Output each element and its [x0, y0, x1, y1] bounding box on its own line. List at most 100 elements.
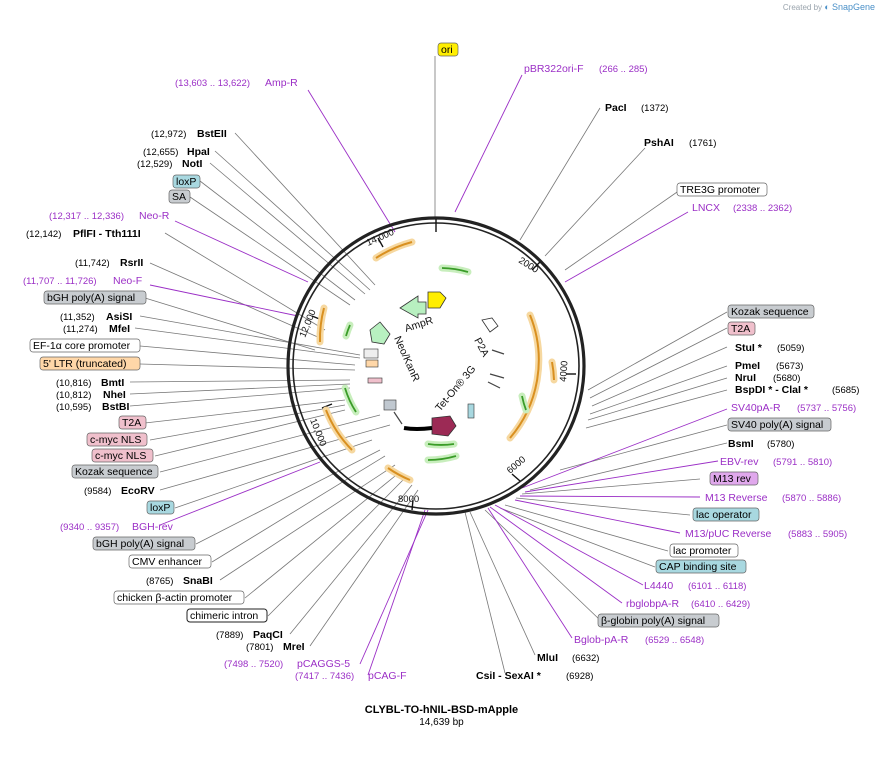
bsd-arrow-shape: [403, 426, 433, 431]
primer-ebvrev: EBV-rev: [720, 456, 759, 468]
loxp-top-label: loxP: [176, 176, 196, 188]
site-ecorv: EcoRV: [121, 485, 155, 497]
site-mfei: MfeI: [109, 323, 130, 335]
primer-ampr: Amp-R: [265, 77, 298, 89]
site-pfifi: PflFI - Tth111I: [73, 228, 141, 240]
primer-l4440-range: (6101 .. 6118): [688, 581, 746, 592]
ampr-label: AmpR: [403, 314, 435, 335]
plasmid-name: CLYBL-TO-hNIL-BSD-mApple: [364, 704, 519, 716]
t2a-right-label: T2A: [731, 323, 750, 335]
primer-rbglobpar: rbglobpA-R: [626, 598, 680, 610]
primer-lncx-range: (2338 .. 2362): [733, 203, 792, 214]
sa-label: SA: [172, 191, 186, 203]
primer-neof: Neo-F: [113, 275, 142, 287]
primer-pcagf: pCAG-F: [368, 670, 407, 682]
sv40-polya-label: SV40 poly(A) signal: [731, 419, 823, 431]
primer-lncx: LNCX: [692, 202, 720, 214]
site-mrei: MreI: [283, 641, 305, 653]
primer-m13reverse-range: (5870 .. 5886): [782, 493, 841, 504]
primer-pcaggs5-range: (7498 .. 7520): [224, 659, 283, 670]
primer-ebvrev-range: (5791 .. 5810): [773, 457, 832, 468]
primer-neor: Neo-R: [139, 210, 170, 222]
site-mfei-pos: (11,274): [63, 324, 98, 335]
lac-operator-label: lac operator: [696, 509, 752, 521]
site-nhei-pos: (10,812): [56, 390, 91, 401]
primer-bglobpar-range: (6529 .. 6548): [645, 635, 704, 646]
site-bspdi: BspDI * - ClaI *: [735, 384, 809, 396]
primer-sv40par-range: (5737 .. 5756): [797, 403, 856, 414]
ef1a-promoter-label: EF-1α core promoter: [33, 340, 131, 352]
small-feature-marks: [393, 349, 505, 425]
site-mlui: MluI: [537, 652, 558, 664]
snapgene-logo-icon: ◐: [824, 2, 830, 12]
chimeric-intron-label: chimeric intron: [190, 610, 258, 622]
ring-label-8000: 8000: [398, 494, 419, 505]
ef1a-box-shape: [363, 348, 379, 359]
site-snabi: SnaBI: [183, 575, 213, 587]
site-rsrii: RsrII: [120, 257, 143, 269]
primer-m13puc-range: (5883 .. 5905): [788, 529, 847, 540]
site-bsteii-pos: (12,972): [151, 129, 186, 140]
site-noti: NotI: [182, 158, 202, 170]
ring-label-6000: 6000: [505, 454, 528, 476]
primer-pbr322-range: (266 .. 285): [599, 64, 648, 75]
snapgene-brand: Created by ◐ SnapGene: [783, 2, 875, 12]
site-bmti-pos: (10,816): [56, 378, 91, 389]
t2a-left-label: T2A: [122, 417, 141, 429]
site-rsrii-pos: (11,742): [75, 258, 110, 269]
backbone-outer: [286, 216, 586, 516]
primer-bglobpar: Bglob-pA-R: [574, 634, 629, 646]
site-pshai-pos: (1761): [689, 138, 716, 149]
site-pfifi-pos: (12,142): [26, 229, 61, 240]
primer-bghrev: BGH-rev: [132, 521, 174, 533]
site-paqci: PaqCI: [253, 629, 283, 641]
site-bstbi: BstBI: [102, 401, 130, 413]
site-bmti: BmtI: [101, 377, 124, 389]
bgh-polya-bottom-label: bGH poly(A) signal: [96, 538, 184, 550]
m13-rev-label: M13 rev: [713, 473, 752, 485]
primer-pbr322: pBR322ori-F: [524, 63, 584, 75]
cmv-enhancer-label: CMV enhancer: [132, 556, 203, 568]
site-bspdi-pos: (5685): [832, 385, 859, 396]
cmyc-nls-2-label: c-myc NLS: [95, 450, 146, 462]
bgh-polya-top-label: bGH poly(A) signal: [47, 292, 135, 304]
cmyc-nls-1-label: c-myc NLS: [90, 434, 141, 446]
nls-box-shape: [367, 377, 383, 384]
site-mlui-pos: (6632): [572, 653, 599, 664]
site-pshai: PshAI: [644, 137, 674, 149]
lac-promoter-label: lac promoter: [673, 545, 732, 557]
created-by-text: Created by: [782, 3, 823, 12]
ring-label-4000: 4000: [558, 360, 570, 382]
neokanr-arrow-shape: [369, 321, 391, 345]
site-stui: StuI *: [735, 342, 763, 354]
primer-pcaggs5: pCAGGS-5: [297, 658, 350, 670]
site-pmei-pos: (5673): [776, 361, 803, 372]
site-paci-pos: (1372): [641, 103, 668, 114]
site-bsmi: BsmI: [728, 438, 754, 450]
site-csii-pos: (6928): [566, 671, 593, 682]
cap-binding-site-label: CAP binding site: [659, 561, 737, 573]
primer-m13reverse: M13 Reverse: [705, 492, 768, 504]
site-bsteii: BstEII: [197, 128, 227, 140]
ori-label: ori: [441, 44, 453, 56]
snapgene-brand-name: SnapGene: [831, 2, 875, 12]
primer-neof-range: (11,707 .. 11,726): [23, 276, 97, 287]
primer-l4440: L4440: [644, 580, 673, 592]
site-asisi-pos: (11,352): [60, 312, 95, 323]
kozak-box-shape: [383, 399, 397, 411]
neokanr-label: Neo/KanR: [391, 334, 422, 384]
primer-rbglobpar-range: (6410 .. 6429): [691, 599, 750, 610]
primer-arcs: [318, 241, 555, 481]
primer-m13puc: M13/pUC Reverse: [685, 528, 772, 540]
ltr-box-shape: [365, 359, 379, 368]
ltr5-label: 5' LTR (truncated): [43, 358, 127, 370]
site-paci: PacI: [605, 102, 627, 114]
site-snabi-pos: (8765): [146, 576, 173, 587]
ring-label-12000: 12,000: [298, 308, 319, 339]
site-nrui-pos: (5680): [773, 373, 800, 384]
site-paqci-pos: (7889): [216, 630, 243, 641]
primer-leader-lines: [149, 74, 728, 676]
site-stui-pos: (5059): [777, 343, 804, 354]
loxp-bottom-label: loxP: [150, 502, 170, 514]
site-pmei: PmeI: [735, 360, 760, 372]
